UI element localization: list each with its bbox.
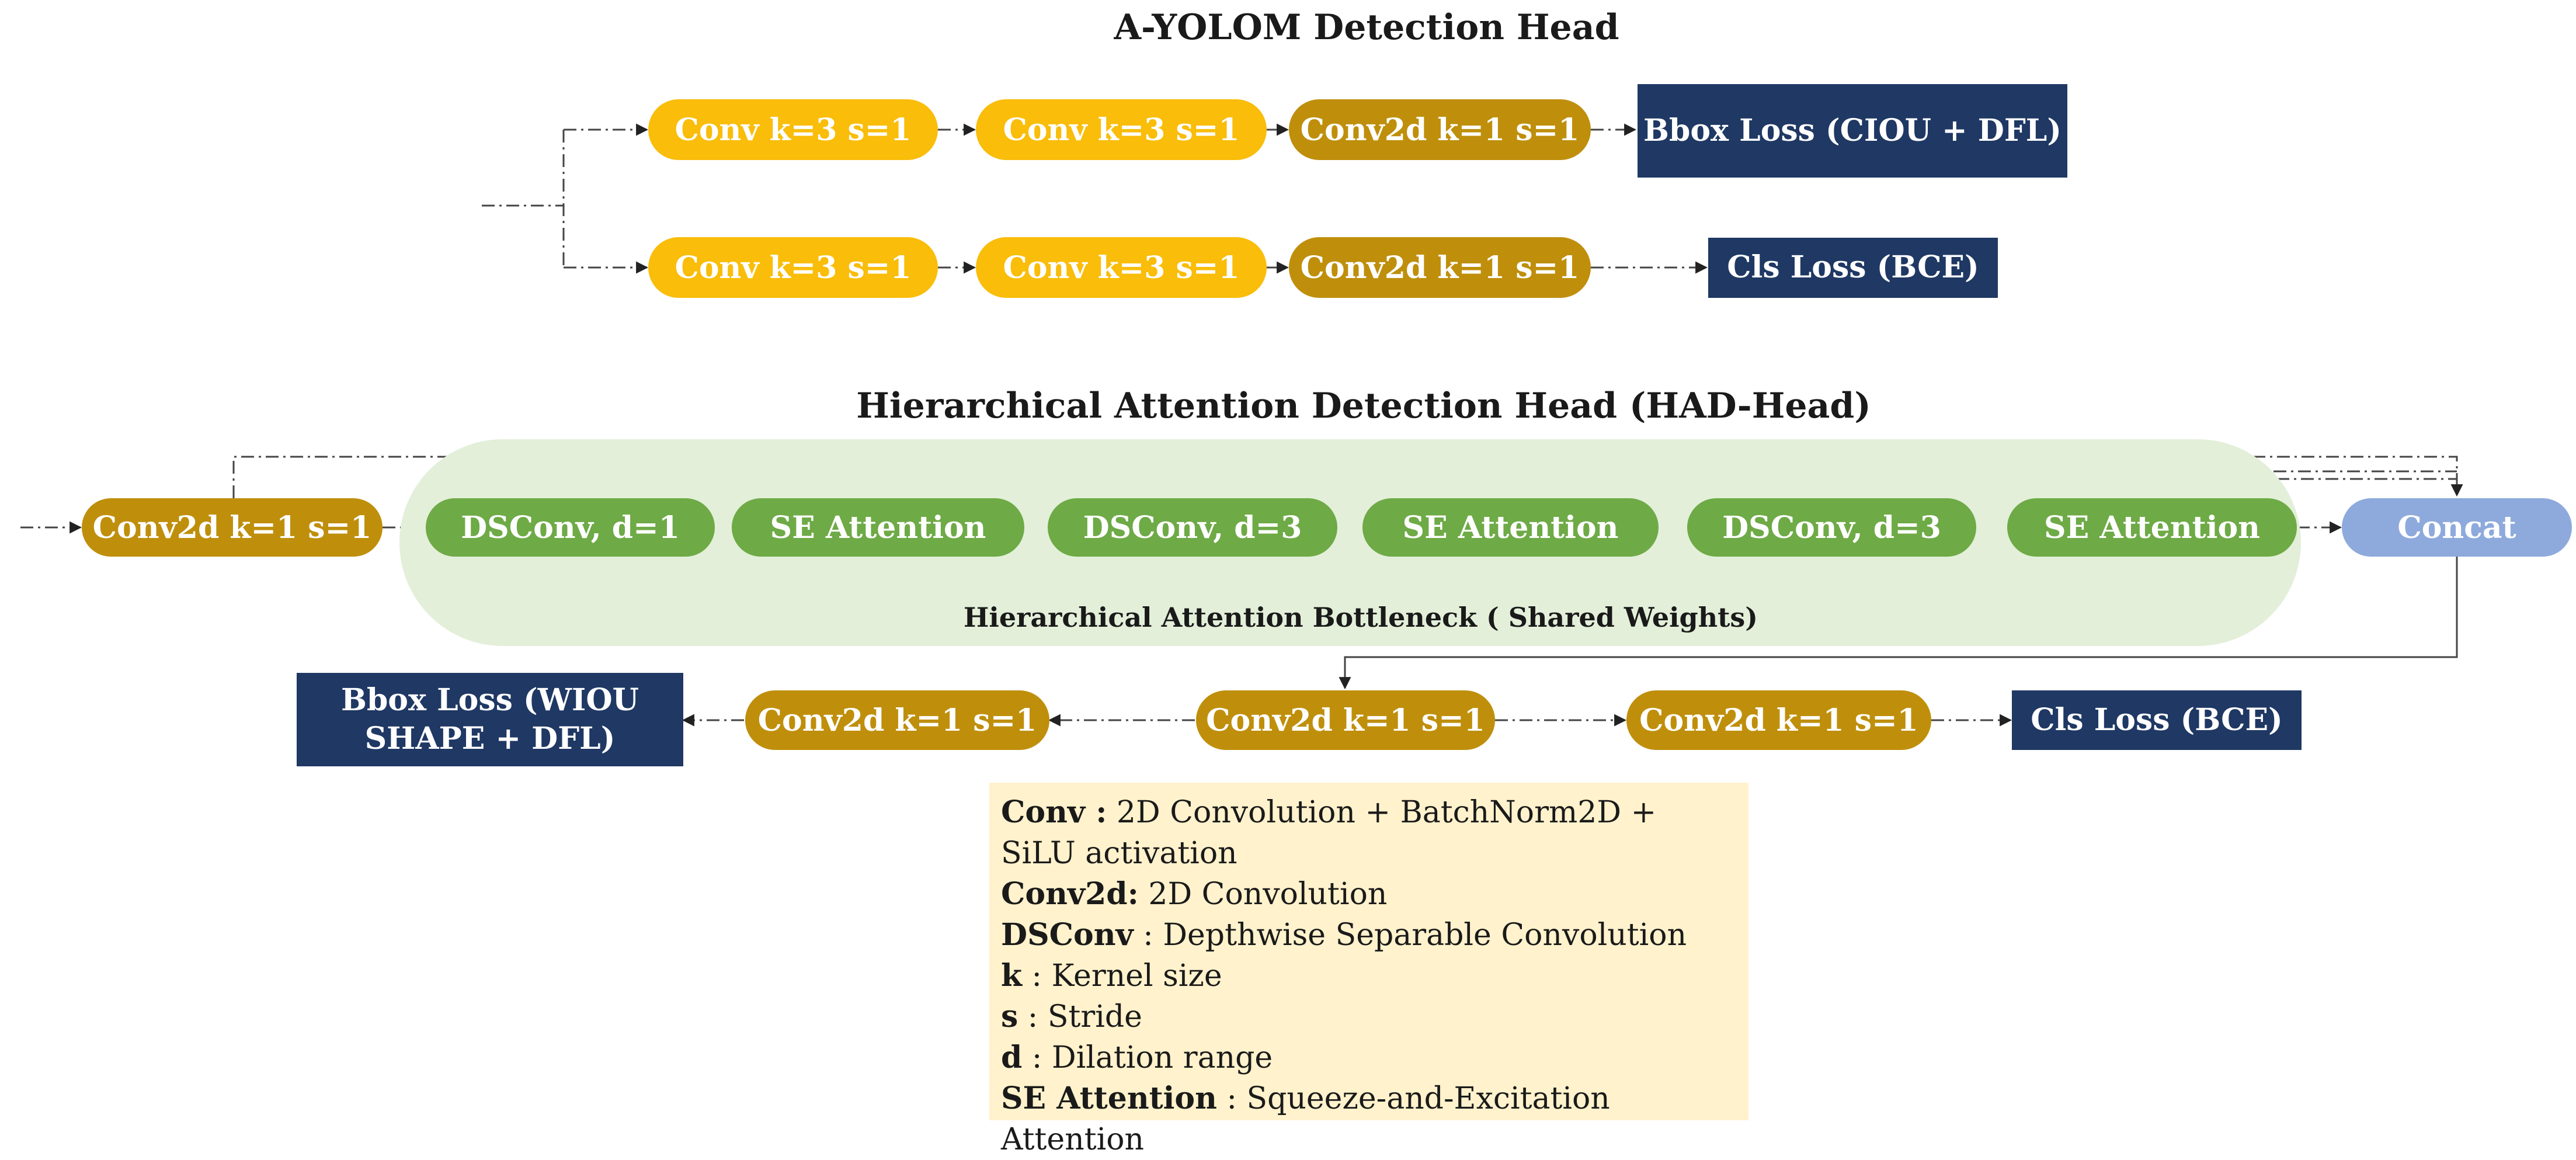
had-bbox-loss-line1: Bbox Loss (WIOU (341, 682, 639, 718)
had-cls-loss: Cls Loss (BCE) (2012, 690, 2302, 750)
dsconv-d3-a: DSConv, d=3 (1048, 498, 1337, 557)
yolom-row2-conv1: Conv k=3 s=1 (648, 237, 938, 298)
yolom-row2-conv2: Conv k=3 s=1 (976, 237, 1267, 298)
dsconv-d3-b: DSConv, d=3 (1687, 498, 1976, 557)
had-input-conv2d: Conv2d k=1 s=1 (82, 498, 383, 557)
had-bbox-loss-line2: SHAPE + DFL) (364, 721, 616, 756)
legend-entry-se: SE Attention : Squeeze-and-Excitation At… (1001, 1081, 1610, 1157)
legend-entry-d: d : Dilation range (1001, 1040, 1273, 1075)
legend-entry-dsconv: DSConv : Depthwise Separable Convolution (1001, 917, 1687, 953)
yolom-row1-conv2: Conv k=3 s=1 (976, 99, 1267, 160)
had-right-conv2d: Conv2d k=1 s=1 (1626, 690, 1931, 750)
had-left-conv2d: Conv2d k=1 s=1 (745, 690, 1049, 750)
yolom-cls-loss: Cls Loss (BCE) (1708, 238, 1998, 298)
yolom-title: A-YOLOM Detection Head (1114, 7, 1619, 48)
dsconv-d1: DSConv, d=1 (426, 498, 715, 557)
legend-entry-s: s : Stride (1001, 999, 1142, 1034)
se-attention-3: SE Attention (2007, 498, 2297, 557)
yolom-row1-conv2d: Conv2d k=1 s=1 (1289, 99, 1591, 160)
bottleneck-label: Hierarchical Attention Bottleneck ( Shar… (963, 602, 1758, 633)
legend-box: Conv : 2D Convolution + BatchNorm2D + Si… (989, 783, 1748, 1157)
had-bbox-loss: Bbox Loss (WIOU SHAPE + DFL) (297, 673, 683, 766)
se-attention-2: SE Attention (1362, 498, 1659, 557)
had-title: Hierarchical Attention Detection Head (H… (856, 385, 1871, 426)
attention-bottleneck-region (399, 439, 2301, 646)
legend-entry-conv2d: Conv2d: 2D Convolution (1001, 876, 1388, 912)
concat-node: Concat (2342, 498, 2572, 557)
yolom-bbox-loss: Bbox Loss (CIOU + DFL) (1638, 84, 2067, 178)
legend-entry-conv: Conv : 2D Convolution + BatchNorm2D + Si… (1001, 794, 1657, 871)
yolom-row1-conv1: Conv k=3 s=1 (648, 99, 938, 160)
yolom-row2-conv2d: Conv2d k=1 s=1 (1289, 237, 1591, 298)
legend-entry-k: k : Kernel size (1001, 958, 1222, 994)
had-mid-conv2d: Conv2d k=1 s=1 (1196, 690, 1495, 750)
se-attention-1: SE Attention (732, 498, 1024, 557)
